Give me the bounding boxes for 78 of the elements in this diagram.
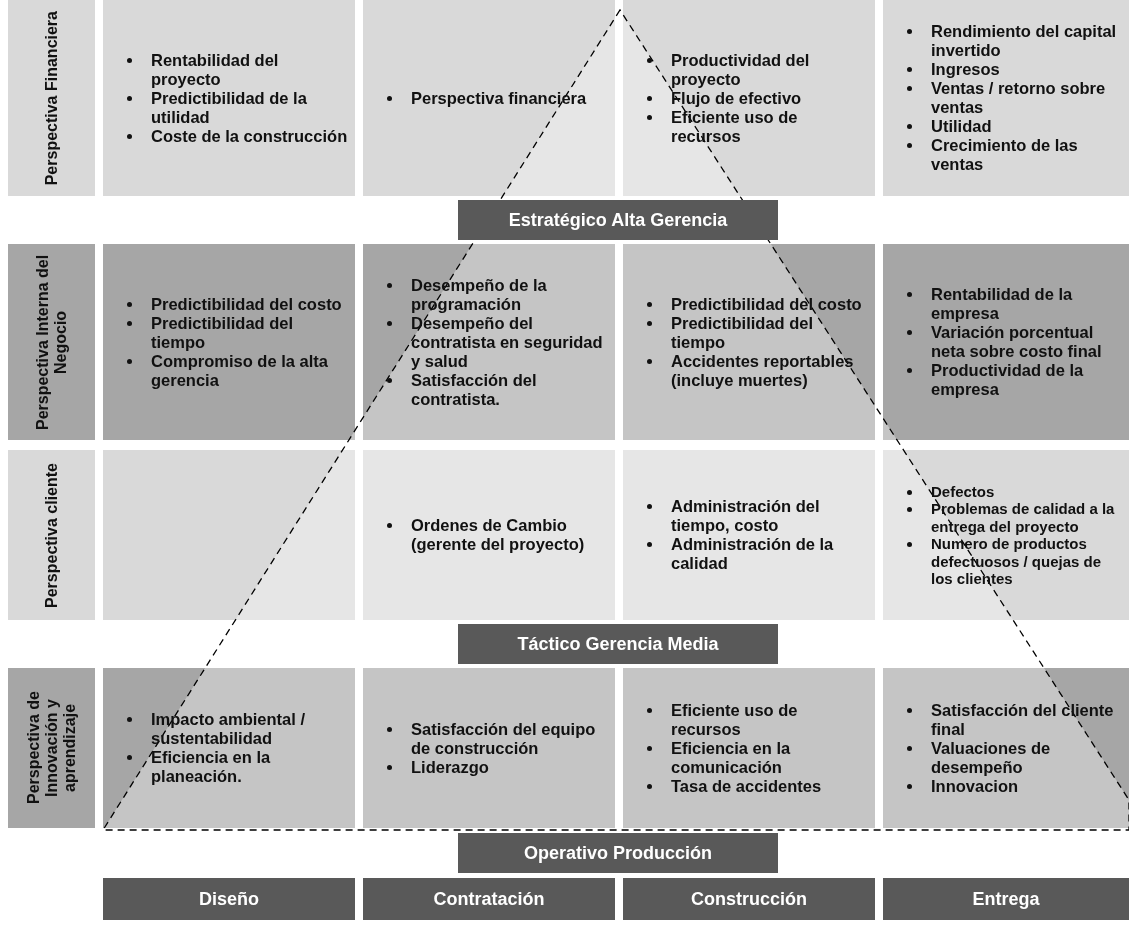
list-item: Problemas de calidad a la entrega del proyecto [931, 500, 1123, 535]
header-text: Perspectiva Interna del Negocio [33, 253, 70, 432]
column-header [623, 878, 875, 920]
level-label [458, 624, 778, 664]
list-item: Predictibilidad del costo [151, 294, 349, 314]
matrix-cell [623, 244, 875, 440]
matrix-cell [623, 668, 875, 828]
column-header [103, 878, 355, 920]
list-item: Compromiso de la alta gerencia [151, 351, 349, 390]
matrix-cell [883, 0, 1129, 196]
matrix-cell [883, 668, 1129, 828]
matrix-cell [103, 668, 355, 828]
list-item: Desempeño de la programación [411, 275, 609, 314]
list-item: Eficiencia en la planeación. [151, 748, 349, 786]
list-item: Predictibilidad del tiempo [151, 313, 349, 352]
list-item: Ingresos [931, 60, 1123, 79]
row-header [8, 450, 95, 620]
row-header [8, 244, 95, 440]
header-text: Entrega [972, 888, 1040, 910]
header-text: Perspectiva cliente [42, 462, 61, 608]
list-item: Predictibilidad del tiempo [671, 313, 869, 352]
list-item: Numero de productos defectuosos / quejas de los clientes [931, 535, 1123, 588]
header-text: Contratación [433, 888, 545, 910]
list-item: Utilidad [931, 117, 1123, 136]
header-text: Operativo Producción [523, 842, 712, 864]
list-item: Satisfacción del equipo de construcción [411, 719, 609, 758]
list-item: Coste de la construcción [151, 126, 349, 146]
list-item: Perspectiva financiera [411, 88, 587, 108]
level-label [458, 833, 778, 873]
list-item: Eficiencia en la comunicación [671, 738, 869, 777]
matrix-cell [363, 0, 615, 196]
list-item: Ventas / retorno sobre ventas [931, 79, 1123, 117]
header-text: Táctico Gerencia Media [517, 633, 719, 655]
header-text: Perspectiva Financiera [42, 10, 61, 186]
column-header [363, 878, 615, 920]
list-item: Tasa de accidentes [671, 776, 869, 796]
list-item: Flujo de efectivo [671, 88, 869, 108]
matrix-cell [103, 0, 355, 196]
matrix-cell [623, 450, 875, 620]
list-item: Administración del tiempo, costo [671, 497, 869, 535]
list-item: Variación porcentual neta sobre costo final [931, 323, 1123, 361]
list-item: Desempeño del contratista en seguridad y salud [411, 313, 609, 371]
matrix-cell [103, 450, 355, 620]
list-item: Innovacion [931, 776, 1123, 796]
list-item: Eficiente uso de recursos [671, 107, 869, 146]
matrix-cell [883, 450, 1129, 620]
header-text: Estratégico Alta Gerencia [508, 209, 728, 231]
matrix-cell [363, 450, 615, 620]
list-item: Eficiente uso de recursos [671, 700, 869, 739]
level-label [458, 200, 778, 240]
list-item: Rentabilidad de la empresa [931, 285, 1123, 323]
list-item: Liderazgo [411, 757, 609, 777]
list-item: Predictibilidad de la utilidad [151, 88, 349, 127]
list-item: Satisfacción del cliente final [931, 700, 1123, 739]
list-item: Ordenes de Cambio (gerente del proyecto) [411, 516, 609, 554]
row-header [8, 668, 95, 828]
list-item: Productividad de la empresa [931, 361, 1123, 399]
column-header [883, 878, 1129, 920]
list-item: Satisfacción del contratista. [411, 370, 609, 409]
matrix-cell [363, 668, 615, 828]
header-text: Diseño [199, 888, 259, 910]
list-item: Valuaciones de desempeño [931, 738, 1123, 777]
list-item: Rendimiento del capital invertido [931, 22, 1123, 60]
list-item: Productividad del proyecto [671, 50, 869, 89]
list-item: Rentabilidad del proyecto [151, 50, 349, 89]
matrix-cell [883, 244, 1129, 440]
list-item: Predictibilidad del costo [671, 294, 869, 314]
list-item: Impacto ambiental / sustentabilidad [151, 710, 349, 748]
matrix-cell [623, 0, 875, 196]
row-header [8, 0, 95, 196]
list-item: Defectos [931, 482, 1123, 500]
header-text: Construcción [691, 888, 807, 910]
list-item: Crecimiento de las ventas [931, 136, 1123, 174]
matrix-cell [363, 244, 615, 440]
header-text: Perspectiva de Innovación y aprendizaje [24, 690, 79, 807]
list-item: Administración de la calidad [671, 535, 869, 573]
matrix-cell [103, 244, 355, 440]
list-item: Accidentes reportables (incluye muertes) [671, 351, 869, 390]
